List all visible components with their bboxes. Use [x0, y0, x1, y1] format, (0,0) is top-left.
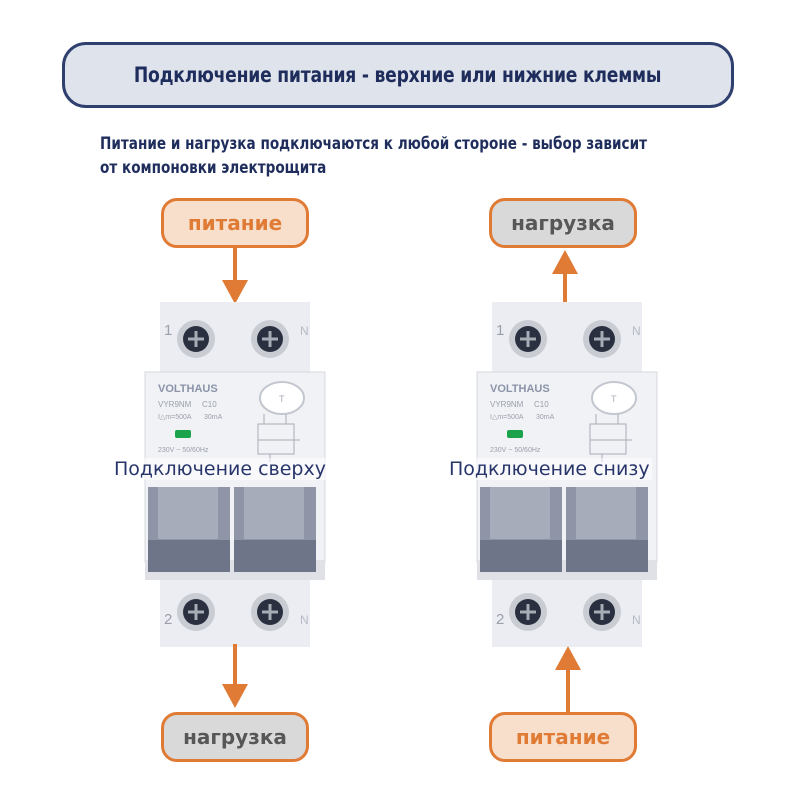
svg-text:30mA: 30mA: [536, 414, 555, 421]
bottom-screw-right-icon: [583, 593, 621, 631]
right-bottom-power-label: питание: [489, 712, 637, 762]
svg-text:VOLTHAUS: VOLTHAUS: [490, 383, 550, 395]
svg-text:1: 1: [496, 322, 504, 339]
svg-text:230V ~ 50/60Hz: 230V ~ 50/60Hz: [158, 447, 209, 454]
top-screw-left-icon: [177, 320, 215, 358]
left-bottom-load-label: нагрузка: [161, 712, 309, 762]
svg-text:230V ~ 50/60Hz: 230V ~ 50/60Hz: [490, 447, 541, 454]
test-button-icon: T: [591, 381, 637, 415]
svg-text:VYR9NM: VYR9NM: [158, 400, 192, 409]
svg-text:N: N: [300, 613, 309, 627]
page-title: Подключение питания - верхние или нижние…: [134, 63, 662, 87]
svg-text:VYR9NM: VYR9NM: [490, 400, 524, 409]
svg-text:1: 1: [164, 322, 172, 339]
bottom-screw-left-icon: [509, 593, 547, 631]
svg-text:VOLTHAUS: VOLTHAUS: [158, 383, 218, 395]
top-screw-right-icon: [583, 320, 621, 358]
svg-text:I△m=500A: I△m=500A: [490, 414, 524, 421]
svg-text:T: T: [279, 394, 285, 404]
left-caption: Подключение сверху: [112, 458, 328, 480]
svg-text:2: 2: [164, 611, 172, 628]
test-button-icon: T: [259, 381, 305, 415]
toggle-levers: [148, 487, 316, 572]
bottom-screw-right-icon: [251, 593, 289, 631]
status-indicator: [175, 430, 191, 438]
toggle-levers: [480, 487, 648, 572]
left-top-power-label: питание: [161, 198, 309, 248]
right-caption: Подключение снизу: [447, 458, 652, 480]
top-screw-right-icon: [251, 320, 289, 358]
right-top-load-label: нагрузка: [489, 198, 637, 248]
svg-text:N: N: [632, 324, 641, 338]
bottom-screw-left-icon: [177, 593, 215, 631]
svg-text:N: N: [632, 613, 641, 627]
svg-text:I△m=500A: I△m=500A: [158, 414, 192, 421]
circuit-diagram-icon: [589, 414, 632, 462]
left-top-arrow-down-icon: [222, 248, 248, 304]
svg-text:2: 2: [496, 611, 504, 628]
title-banner: Подключение питания - верхние или нижние…: [62, 42, 734, 108]
subtitle-line-1: Питание и нагрузка подключаются к любой …: [100, 134, 647, 154]
subtitle: Питание и нагрузка подключаются к любой …: [100, 132, 724, 180]
right-top-arrow-up-icon: [552, 250, 578, 306]
svg-text:C10: C10: [534, 400, 549, 409]
svg-text:30mA: 30mA: [204, 414, 223, 421]
svg-text:T: T: [611, 394, 617, 404]
right-bottom-arrow-up-icon: [555, 646, 581, 712]
status-indicator: [507, 430, 523, 438]
svg-text:N: N: [300, 324, 309, 338]
left-bottom-arrow-down-icon: [222, 644, 248, 708]
top-screw-left-icon: [509, 320, 547, 358]
svg-text:C10: C10: [202, 400, 217, 409]
subtitle-line-2: от компоновки электрощита: [100, 158, 327, 178]
circuit-diagram-icon: [257, 414, 300, 462]
